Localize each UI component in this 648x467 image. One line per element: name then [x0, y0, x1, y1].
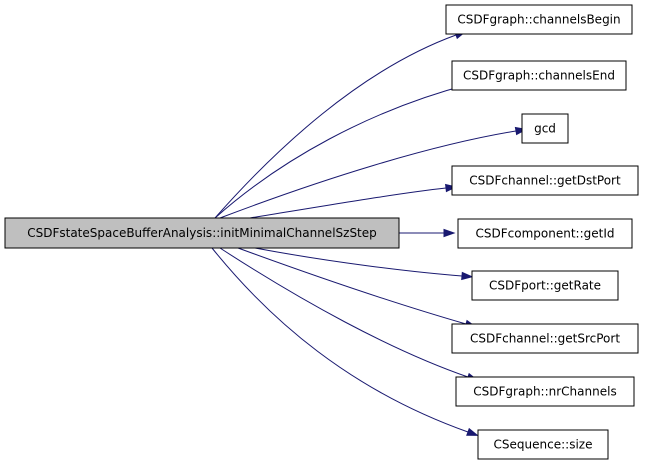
call-edge-4 — [249, 183, 458, 219]
call-edge-8 — [219, 247, 479, 381]
source-node-box — [4, 217, 400, 249]
target-node-9-label: CSequence::size — [494, 438, 593, 452]
target-node-4-box — [451, 165, 639, 196]
source-node-label: CSDFstateSpaceBufferAnalysis::initMinima… — [27, 226, 377, 240]
source-node[interactable]: CSDFstateSpaceBufferAnalysis::initMinima… — [4, 217, 400, 249]
target-node-3-label: gcd — [534, 122, 556, 136]
target-node-1-label: CSDFgraph::channelsBegin — [457, 13, 620, 27]
target-node-3-box — [521, 113, 569, 144]
target-node-2-box — [451, 60, 627, 91]
call-edge-7 — [237, 247, 478, 328]
target-node-4-label: CSDFchannel::getDstPort — [469, 174, 621, 188]
call-edge-6 — [254, 247, 474, 281]
target-node-7-label: CSDFchannel::getSrcPort — [470, 332, 620, 346]
target-node-8-label: CSDFgraph::nrChannels — [473, 385, 616, 399]
target-node-1-box — [445, 4, 633, 35]
target-node-9[interactable]: CSequence::size — [477, 429, 609, 460]
arrowhead — [466, 427, 479, 436]
target-node-9-box — [477, 429, 609, 460]
arrowhead — [443, 228, 456, 238]
target-node-5-label: CSDFcomponent::getId — [476, 227, 615, 241]
target-node-8-box — [455, 376, 635, 407]
target-node-1[interactable]: CSDFgraph::channelsBegin — [445, 4, 633, 35]
target-node-3[interactable]: gcd — [521, 113, 569, 144]
target-node-6[interactable]: CSDFport::getRate — [471, 270, 619, 301]
target-node-7[interactable]: CSDFchannel::getSrcPort — [451, 323, 639, 354]
target-node-6-box — [471, 270, 619, 301]
target-node-2[interactable]: CSDFgraph::channelsEnd — [451, 60, 627, 91]
target-node-7-box — [451, 323, 639, 354]
call-edge-9 — [211, 247, 479, 436]
target-node-2-label: CSDFgraph::channelsEnd — [463, 69, 615, 83]
target-node-5[interactable]: CSDFcomponent::getId — [457, 218, 633, 249]
target-node-5-box — [457, 218, 633, 249]
arrowhead — [461, 271, 474, 281]
call-edge-2 — [214, 80, 482, 219]
call-edge-5 — [399, 228, 456, 238]
target-node-6-label: CSDFport::getRate — [489, 279, 601, 293]
target-node-8[interactable]: CSDFgraph::nrChannels — [455, 376, 635, 407]
target-node-4[interactable]: CSDFchannel::getDstPort — [451, 165, 639, 196]
arrowhead — [445, 183, 458, 193]
